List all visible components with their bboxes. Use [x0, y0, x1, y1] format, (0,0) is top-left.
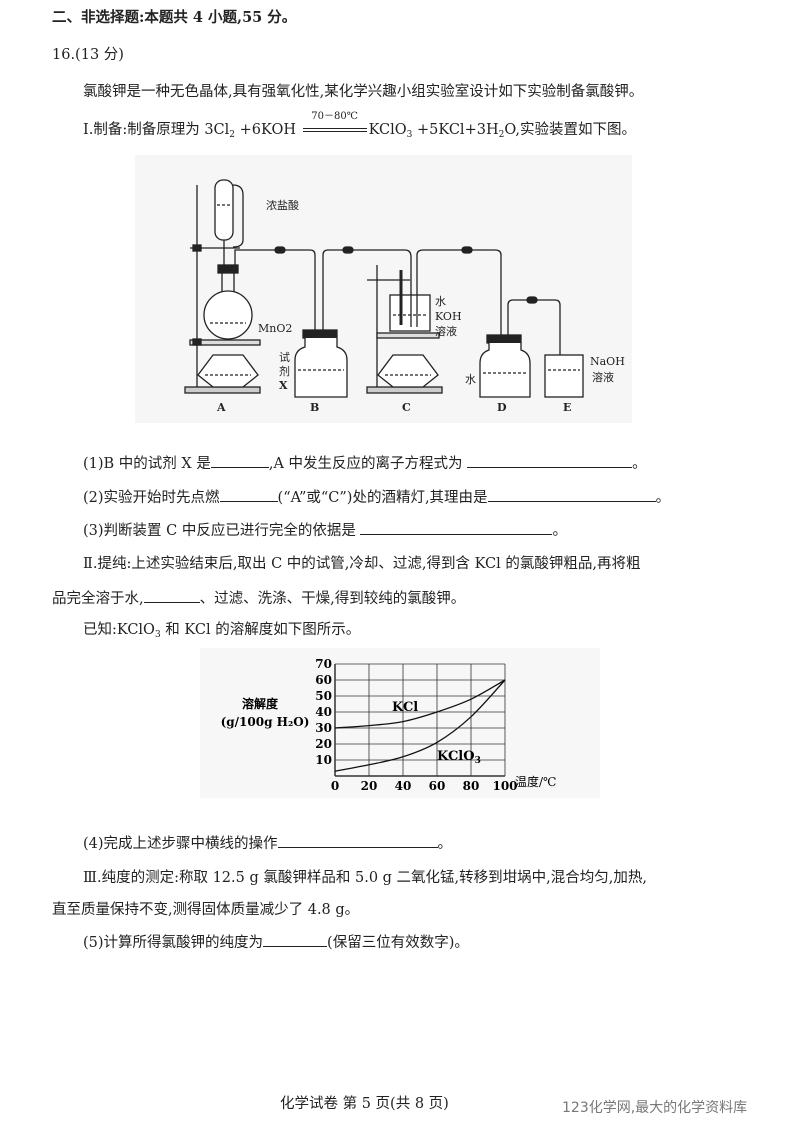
series-label-kcl: KCl	[392, 700, 418, 715]
q2-answer-blank-2[interactable]	[487, 487, 656, 502]
label-c: C	[402, 401, 411, 414]
x-tick-label: 20	[361, 779, 378, 793]
solubility-chart: 0 20 40 60 80 100 10 20 30 40 50 60 70 溶解度 (g/100g H…	[200, 648, 600, 798]
eq-text: +6KOH	[235, 122, 301, 138]
question-4: (4)完成上述步骤中横线的操作 。	[83, 833, 452, 854]
apparatus-diagram: 浓盐酸 MnO2 试 剂 X 水 KOH 溶液 水 NaOH 溶液 A B C …	[135, 155, 632, 423]
question-2: (2)实验开始时先点燃 (“A”或“C”)处的酒精灯,其理由是 。	[83, 487, 670, 508]
q2-text: (“A”或“C”)处的酒精灯,其理由是	[277, 490, 488, 506]
y-tick-label: 20	[315, 737, 332, 751]
part2-line-1: Ⅱ.提纯:上述实验结束后,取出 C 中的试管,冷却、过滤,得到含 KCl 的氯酸…	[83, 556, 641, 572]
y-tick-label: 10	[315, 753, 332, 767]
reaction-condition: 70－80℃	[311, 111, 358, 122]
question-3: (3)判断装置 C 中反应已进行完全的依据是 。	[83, 520, 567, 541]
y-tick-label: 60	[315, 673, 332, 687]
q5-text: (保留三位有效数字)。	[327, 935, 469, 951]
q3-end: 。	[552, 523, 567, 539]
eq-text: Ⅰ.制备:制备原理为 3Cl	[83, 122, 230, 138]
x-tick-label: 0	[331, 779, 339, 793]
kclo3-sub: 3	[475, 756, 481, 766]
label-reagent-2: 剂	[279, 364, 290, 378]
q3-text: (3)判断装置 C 中反应已进行完全的依据是	[83, 523, 356, 539]
label-mno2: MnO2	[258, 322, 292, 335]
part2-text: 品完全溶于水,	[52, 591, 144, 607]
eq-sub: 2	[498, 130, 505, 140]
q5-text: (5)计算所得氯酸钾的纯度为	[83, 935, 264, 951]
q1-end: 。	[632, 456, 647, 472]
reaction-arrow: 70－80℃	[301, 111, 369, 140]
series-label-kclo3: KClO3	[437, 749, 481, 766]
label-conc-hcl: 浓盐酸	[266, 198, 299, 212]
question-5: (5)计算所得氯酸钾的纯度为 (保留三位有效数字)。	[83, 932, 469, 953]
eq-text: O,实验装置如下图。	[504, 122, 636, 138]
label-water-c: 水	[435, 295, 446, 308]
series-line-kclo3	[334, 679, 506, 772]
y-tick-label: 50	[315, 689, 332, 703]
label-naoh: NaOH	[590, 355, 625, 368]
x-tick-label: 80	[463, 779, 480, 793]
q4-answer-blank[interactable]	[277, 833, 438, 848]
q5-answer-blank[interactable]	[263, 932, 328, 947]
q2-answer-blank-1[interactable]	[219, 487, 278, 502]
q4-text: (4)完成上述步骤中横线的操作	[83, 836, 278, 852]
label-a: A	[216, 401, 226, 414]
known-line: 已知:KClO3 和 KCl 的溶解度如下图所示。	[83, 620, 360, 645]
q2-text: (2)实验开始时先点燃	[83, 490, 220, 506]
eq-text: +5KCl+3H	[412, 122, 499, 138]
question-intro: 氯酸钾是一种无色晶体,具有强氧化性,某化学兴趣小组实验室设计如下实验制备氯酸钾。	[83, 84, 644, 100]
eq-sub: 3	[406, 130, 413, 140]
q4-end: 。	[437, 836, 453, 852]
watermark: 123化学网,最大的化学资料库	[562, 1100, 748, 1116]
y-tick-label: 40	[315, 705, 332, 719]
part2-line-2: 品完全溶于水, 、过滤、洗涤、干燥,得到较纯的氯酸钾。	[52, 588, 465, 609]
series-line-kcl	[334, 679, 506, 729]
q1-answer-blank-1[interactable]	[210, 453, 269, 468]
label-reagent-x: X	[279, 379, 288, 392]
y-tick-label: 70	[315, 657, 332, 671]
x-axis-label: 温度/℃	[515, 774, 556, 789]
label-koh: KOH	[435, 310, 462, 323]
known-sub: 3	[154, 630, 161, 640]
eq-text: KClO	[368, 122, 407, 138]
y-axis-label-line1: 溶解度	[242, 696, 279, 711]
part3-line-2: 直至质量保持不变,测得固体质量减少了 4.8 g。	[52, 902, 360, 918]
q3-answer-blank[interactable]	[360, 520, 553, 535]
page-footer: 化学试卷 第 5 页(共 8 页)	[280, 1096, 449, 1112]
eq-sub: 2	[229, 130, 236, 140]
label-d: D	[497, 401, 507, 414]
x-tick-label: 60	[429, 779, 446, 793]
question-number: 16.(13 分)	[52, 47, 124, 63]
part2-answer-blank[interactable]	[143, 588, 200, 603]
x-tick-label: 100	[492, 779, 517, 793]
y-axis-label-line2: (g/100g H₂O)	[221, 715, 310, 729]
question-1: (1)B 中的试剂 X 是 ,A 中发生反应的离子方程式为 。	[83, 453, 647, 474]
q1-answer-blank-2[interactable]	[467, 453, 633, 468]
label-e: E	[563, 401, 571, 414]
q1-text: (1)B 中的试剂 X 是	[83, 456, 211, 472]
y-tick-label: 30	[315, 721, 332, 735]
section-header: 二、非选择题:本题共 4 小题,55 分。	[52, 9, 297, 26]
kclo3-main: KClO	[437, 749, 475, 764]
known-text: 和 KCl 的溶解度如下图所示。	[160, 622, 361, 638]
known-text: 已知:KClO	[83, 622, 155, 638]
label-koh-solution: 溶液	[435, 324, 457, 338]
label-naoh-solution: 溶液	[592, 370, 614, 384]
label-b: B	[310, 401, 319, 414]
label-reagent-1: 试	[279, 351, 290, 364]
label-water-d: 水	[465, 373, 476, 386]
part3-line-1: Ⅲ.纯度的测定:称取 12.5 g 氯酸钾样品和 5.0 g 二氧化锰,转移到坩…	[83, 870, 647, 886]
q1-text: ,A 中发生反应的离子方程式为	[268, 456, 463, 472]
q2-end: 。	[655, 490, 671, 506]
part2-text: 、过滤、洗涤、干燥,得到较纯的氯酸钾。	[199, 591, 466, 607]
x-tick-label: 40	[395, 779, 412, 793]
